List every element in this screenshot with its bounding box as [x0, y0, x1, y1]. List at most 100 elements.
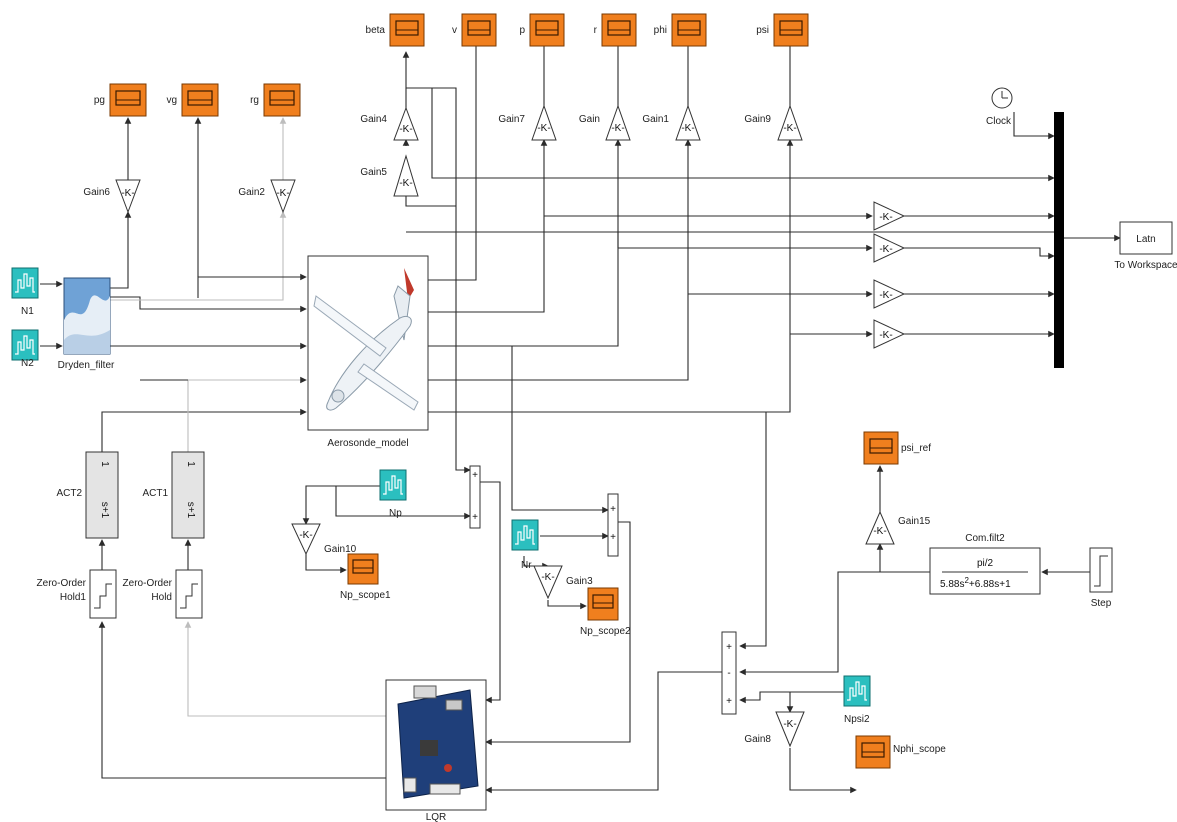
clock-label: Clock [986, 116, 1012, 127]
mux-bar[interactable] [1054, 112, 1064, 368]
noise-n1-label: N1 [21, 306, 34, 317]
gain2-block[interactable]: -K- Gain2 [238, 179, 296, 214]
gain2-value: -K- [276, 188, 289, 199]
scope-p-label: p [519, 25, 525, 36]
lqr-label: LQR [426, 812, 447, 822]
zoh1-line2: Hold1 [60, 592, 87, 603]
noise-npsi2-block[interactable]: Npsi2 [843, 675, 871, 725]
gain10-value: -K- [299, 530, 312, 541]
dryden-filter-label: Dryden_filter [58, 360, 115, 371]
to-workspace-var: Latn [1136, 234, 1155, 245]
gain1-block[interactable]: -K- Gain1 [642, 104, 701, 141]
gain-right-2[interactable]: -K- [873, 233, 906, 263]
act1-num: 1 [185, 461, 196, 467]
sum-nr[interactable]: + + [607, 493, 619, 557]
gain3-block[interactable]: -K- Gain3 [533, 565, 593, 600]
scope-r[interactable]: r [594, 13, 637, 47]
scope-rg[interactable]: rg [250, 83, 301, 117]
step-label: Step [1091, 598, 1112, 609]
sum-yaw-sign3: + [726, 696, 732, 707]
lqr-block[interactable]: LQR [385, 679, 487, 822]
scope-nphi-scope[interactable]: Nphi_scope [855, 735, 946, 769]
noise-np-block[interactable]: Np [379, 469, 407, 519]
gain15-value: -K- [873, 526, 886, 537]
gain3-label: Gain3 [566, 576, 593, 587]
gain8-block[interactable]: -K- Gain8 [744, 711, 805, 748]
scope-vg[interactable]: vg [166, 83, 219, 117]
scope-vg-label: vg [166, 95, 177, 106]
scope-psi-ref-label: psi_ref [901, 443, 931, 454]
act2-num: 1 [99, 461, 110, 467]
scope-p[interactable]: p [519, 13, 565, 47]
gain6-value: -K- [121, 188, 134, 199]
scope-np-scope1[interactable]: Np_scope1 [340, 553, 391, 601]
scope-pg[interactable]: pg [94, 83, 147, 117]
gain-right-2-value: -K- [879, 244, 892, 255]
gain-value: -K- [611, 123, 624, 134]
gain6-label: Gain6 [83, 187, 110, 198]
signal-wires [40, 35, 1121, 794]
step-block[interactable]: Step [1089, 547, 1113, 609]
to-workspace-block[interactable]: Latn To Workspace [1114, 221, 1177, 271]
gain2-label: Gain2 [238, 187, 265, 198]
gain7-label: Gain7 [498, 114, 525, 125]
noise-nr-block[interactable]: Nr [511, 519, 539, 571]
zoh1-block[interactable]: Zero-Order Hold1 [37, 569, 117, 619]
noise-n2-label: N2 [21, 358, 34, 369]
com-filt2-block[interactable]: pi/2 5.88s2+6.88s+1 Com.filt2 [929, 533, 1041, 595]
gain-block[interactable]: -K- Gain [579, 104, 631, 141]
sum-yaw[interactable]: + - + [721, 631, 737, 715]
scope-np-scope2[interactable]: Np_scope2 [580, 587, 631, 637]
scope-psi-ref[interactable]: psi_ref [863, 431, 931, 465]
clock-block[interactable]: Clock [986, 87, 1013, 127]
to-workspace-label: To Workspace [1114, 260, 1177, 271]
gain5-block[interactable]: -K- Gain5 [360, 154, 419, 197]
dryden-filter-block[interactable]: Dryden_filter [58, 277, 115, 371]
gain-label: Gain [579, 114, 600, 125]
gain8-label: Gain8 [744, 734, 771, 745]
zoh-block[interactable]: Zero-Order Hold [123, 569, 203, 619]
gain5-label: Gain5 [360, 167, 387, 178]
gain-right-4-value: -K- [879, 330, 892, 341]
zoh1-line1: Zero-Order [37, 578, 87, 589]
gain15-block[interactable]: -K- Gain15 [865, 510, 931, 545]
sum-np[interactable]: + + [469, 465, 481, 529]
noise-n2-block[interactable]: N2 [11, 329, 39, 369]
aerosonde-model-block[interactable]: Aerosonde_model [307, 255, 429, 449]
gain-right-3[interactable]: -K- [873, 279, 906, 309]
scope-v[interactable]: v [452, 13, 497, 47]
noise-np-label: Np [389, 508, 402, 519]
scope-beta-label: beta [366, 25, 386, 36]
gain-right-4[interactable]: -K- [873, 319, 906, 349]
gain1-value: -K- [681, 123, 694, 134]
scope-phi-label: phi [654, 25, 667, 36]
scope-np-scope2-label: Np_scope2 [580, 626, 631, 637]
scope-r-label: r [594, 25, 598, 36]
scope-phi[interactable]: phi [654, 13, 707, 47]
act1-den: s+1 [185, 502, 196, 519]
gain7-block[interactable]: -K- Gain7 [498, 104, 557, 141]
act2-block[interactable]: 1 s+1 ACT2 [56, 451, 119, 539]
gain4-value: -K- [399, 124, 412, 135]
scope-rg-label: rg [250, 95, 259, 106]
gain9-block[interactable]: -K- Gain9 [744, 104, 803, 141]
gain6-block[interactable]: -K- Gain6 [83, 179, 141, 214]
aircraft-icon [313, 268, 419, 411]
act1-block[interactable]: 1 s+1 ACT1 [142, 451, 205, 539]
gain9-label: Gain9 [744, 114, 771, 125]
sum-yaw-sign1: + [726, 642, 732, 653]
gain-right-1[interactable]: -K- [873, 201, 906, 231]
tf-numerator: pi/2 [977, 558, 994, 569]
zoh-line1: Zero-Order [123, 578, 173, 589]
gain1-label: Gain1 [642, 114, 669, 125]
gain5-value: -K- [399, 178, 412, 189]
scope-psi[interactable]: psi [756, 13, 809, 47]
aerosonde-model-label: Aerosonde_model [327, 438, 408, 449]
noise-n1-block[interactable]: N1 [11, 267, 39, 317]
gain4-block[interactable]: -K- Gain4 [360, 106, 419, 141]
tf-denominator: 5.88s2+6.88s+1 [940, 576, 1011, 590]
scope-beta[interactable]: beta [366, 13, 425, 47]
noise-npsi2-label: Npsi2 [844, 714, 870, 725]
scope-psi-label: psi [756, 25, 769, 36]
gain10-block[interactable]: -K- Gain10 [291, 523, 357, 556]
